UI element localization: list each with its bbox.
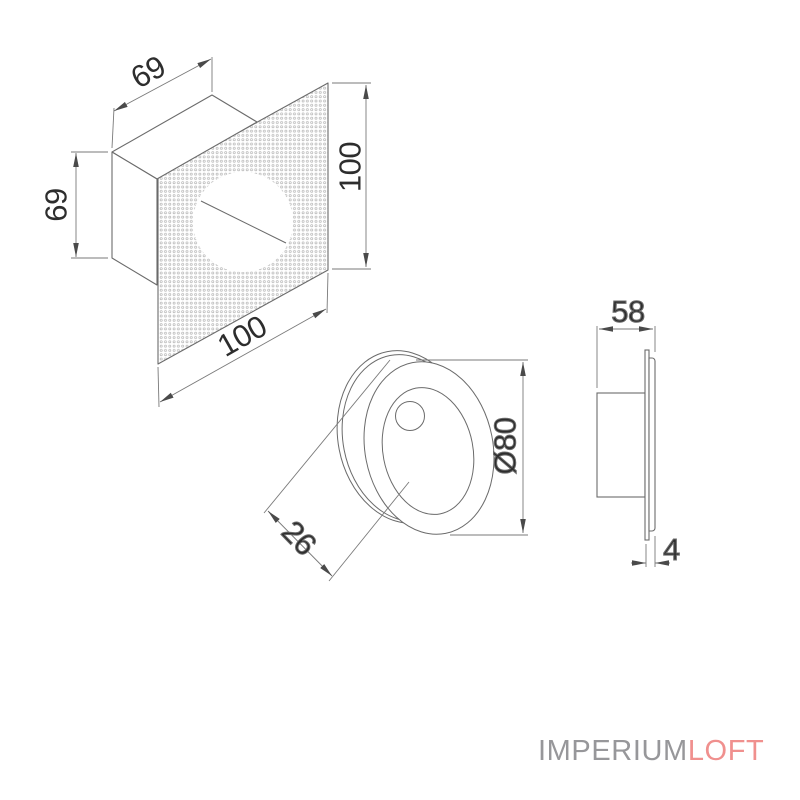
mounting-box-left-face xyxy=(111,151,158,286)
isometric-view: 69 69 100 100 xyxy=(39,49,371,408)
face-plate-profile xyxy=(648,357,656,532)
dim-label-trim-diameter: Ø80 xyxy=(488,417,523,474)
dim-box-width xyxy=(111,57,213,149)
front-tilted-view: 26 Ø80 xyxy=(263,350,528,582)
dim-plate-height xyxy=(332,82,371,270)
side-profile-view: 58 4 xyxy=(596,293,681,568)
dim-label-plate-height: 100 xyxy=(333,142,368,192)
dim-label-box-height: 69 xyxy=(39,188,74,221)
dim-trim-depth xyxy=(263,359,410,582)
lamp-dome xyxy=(395,401,425,431)
recess-shadow-edge xyxy=(200,200,287,244)
dim-label-box-width: 69 xyxy=(125,49,171,96)
back-plate-profile xyxy=(644,349,650,541)
recess-housing-profile xyxy=(596,392,646,498)
dim-box-height xyxy=(71,151,108,259)
trim-opening xyxy=(381,387,475,515)
dim-plate-width xyxy=(157,272,329,408)
dim-label-recess-depth: 58 xyxy=(611,294,644,329)
dim-plate-thickness xyxy=(631,536,670,567)
brand-logo-imperium: IMPERIUM xyxy=(538,735,688,767)
dim-recess-depth xyxy=(596,326,656,388)
brand-logo: IMPERIUMLOFT xyxy=(538,735,764,768)
dim-label-trim-depth: 26 xyxy=(275,514,323,562)
brand-logo-loft: LOFT xyxy=(687,735,765,767)
dim-label-plate-thickness: 4 xyxy=(663,532,680,567)
dim-trim-diameter xyxy=(416,359,528,536)
